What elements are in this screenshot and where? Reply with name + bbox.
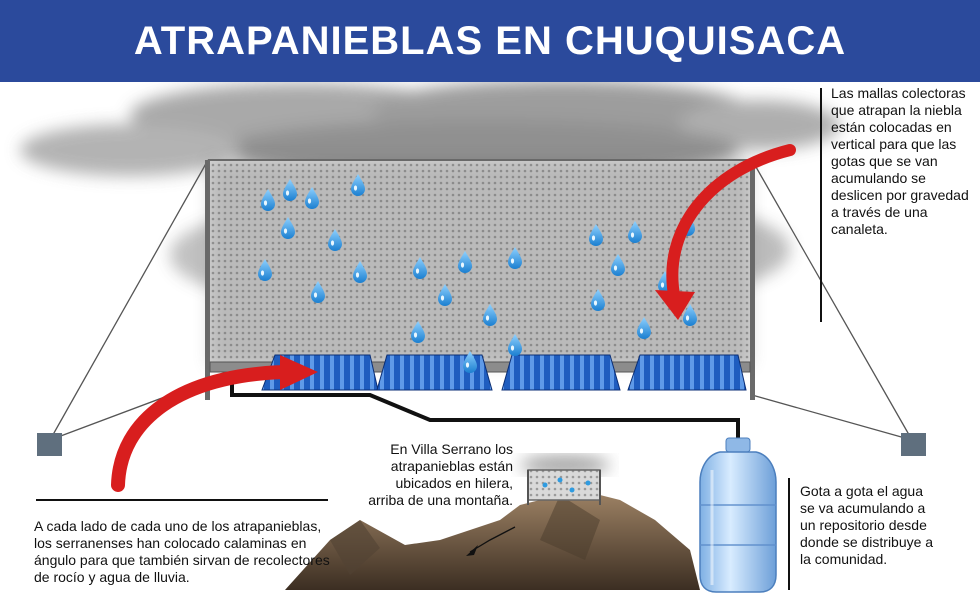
villa-pointer-arrowhead — [466, 545, 478, 556]
page-title: ATRAPANIEBLAS EN CHUQUISACA — [133, 18, 847, 63]
mesh-fog-overlay — [209, 160, 751, 365]
drain-pipe — [230, 375, 740, 438]
anchor-block-left — [37, 433, 62, 456]
annotation-mesh: Las mallas colectoras que atrapan la nie… — [831, 85, 969, 237]
annotation-gota-a-gota: Gota a gota el agua se va acumulando a u… — [800, 483, 934, 567]
annotation-side-calaminas: A cada lado de cada uno de los atrapanie… — [34, 518, 330, 585]
annotation-villa-serrano: En Villa Serrano los atrapanieblas están… — [368, 441, 513, 508]
pole-left — [205, 160, 210, 400]
mountain-icon — [285, 490, 700, 590]
pole-right — [750, 160, 755, 400]
water-jug-icon — [699, 437, 777, 593]
mini-fog-catcher — [520, 455, 610, 505]
curved-arrow-icon — [111, 355, 318, 492]
title-bar: ATRAPANIEBLAS EN CHUQUISACA — [0, 0, 980, 82]
anchor-block-right — [901, 433, 926, 456]
curved-arrow-icon — [655, 144, 796, 320]
